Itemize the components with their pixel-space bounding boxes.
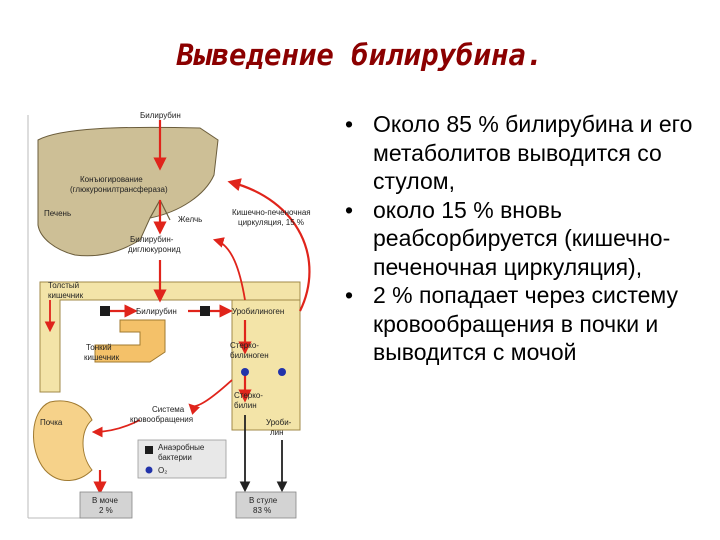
legend-anaerobic-1: Анаэробные	[158, 443, 205, 452]
label-stercobilinogen-2: билиноген	[230, 351, 269, 360]
legend-bacteria-swatch	[145, 446, 153, 454]
arrow-enterohepatic	[227, 178, 311, 312]
bullet-item: • 2 % попадает через систему кровообращен…	[340, 281, 712, 367]
arrow-urobilinogen-up	[212, 237, 246, 301]
bullet-text: около 15 % вновь реабсорбируется (кишечн…	[373, 196, 671, 280]
bullet-item: • около 15 % вновь реабсорбируется (кишеч…	[340, 196, 712, 282]
o2-marker	[241, 368, 249, 376]
label-urine-2: 2 %	[99, 506, 113, 515]
label-diglucuronide-2: диглюкуронид	[128, 245, 181, 254]
bile-duct	[149, 199, 171, 221]
label-enterohepatic-2: циркуляция, 15 %	[238, 218, 304, 227]
bacteria-marker	[200, 306, 210, 316]
label-diglucuronide-1: Билирубин-	[130, 235, 174, 244]
label-bilirubin-top: Билирубин	[140, 111, 181, 120]
label-stercobilinogen-1: Стерко-	[230, 341, 259, 350]
label-bilirubin-gut: Билирубин	[136, 307, 177, 316]
label-urobilin-2: лин	[270, 428, 284, 437]
urine-box	[79, 491, 133, 519]
legend-anaerobic-2: бактерии	[158, 453, 192, 462]
label-stercobilin-1: Стерко-	[234, 391, 263, 400]
slide-title: Выведение билирубина.	[176, 38, 544, 72]
bullet-item: • Около 85 % билирубина и его метаболитов…	[340, 110, 712, 196]
label-circulation-2: кровообращения	[130, 415, 193, 424]
bacteria-marker	[100, 306, 110, 316]
label-conjugation-2: (глюкуронилтрансфераза)	[70, 185, 168, 194]
bullet-marker: •	[345, 111, 354, 137]
legend-o2-swatch	[145, 466, 153, 474]
bullet-text: 2 % попадает через систему кровообращени…	[373, 282, 678, 365]
label-enterohepatic-1: Кишечно-печеночная	[232, 208, 311, 217]
label-large-intestine-2: кишечник	[48, 291, 84, 300]
kidney-shape	[33, 400, 93, 481]
label-stool-2: 83 %	[253, 506, 271, 515]
bullet-marker: •	[345, 196, 354, 223]
label-urobilin-1: Уроби-	[266, 418, 292, 427]
label-bile: Желчь	[178, 215, 202, 224]
label-kidney: Почка	[40, 418, 63, 427]
legend-o2-label: O₂	[158, 466, 167, 475]
liver-shape	[37, 126, 219, 257]
arrow-to-circulation	[188, 379, 233, 415]
descending-colon	[231, 299, 301, 431]
label-circulation-1: Система	[152, 405, 185, 414]
label-small-intestine-1: Тонкий	[86, 343, 112, 352]
o2-marker	[278, 368, 286, 376]
bullet-list: • Около 85 % билирубина и его метаболитов…	[340, 110, 712, 367]
label-small-intestine-2: кишечник	[84, 353, 120, 362]
label-liver: Печень	[44, 209, 71, 218]
label-large-intestine-1: Толстый	[48, 281, 79, 290]
arrow-circulation-to-kidney	[91, 419, 141, 438]
bullet-text: Около 85 % билирубина и его метаболитов …	[373, 111, 693, 194]
label-stercobilin-2: билин	[234, 401, 257, 410]
label-stool-1: В стуле	[249, 496, 278, 505]
label-conjugation-1: Конъюгирование	[80, 175, 143, 184]
label-urobilinogen-gut: Уробилиноген	[232, 307, 284, 316]
stool-box	[235, 491, 297, 519]
label-urine-1: В моче	[92, 496, 119, 505]
small-intestine-shape	[94, 319, 166, 363]
bullet-marker: •	[345, 282, 354, 308]
